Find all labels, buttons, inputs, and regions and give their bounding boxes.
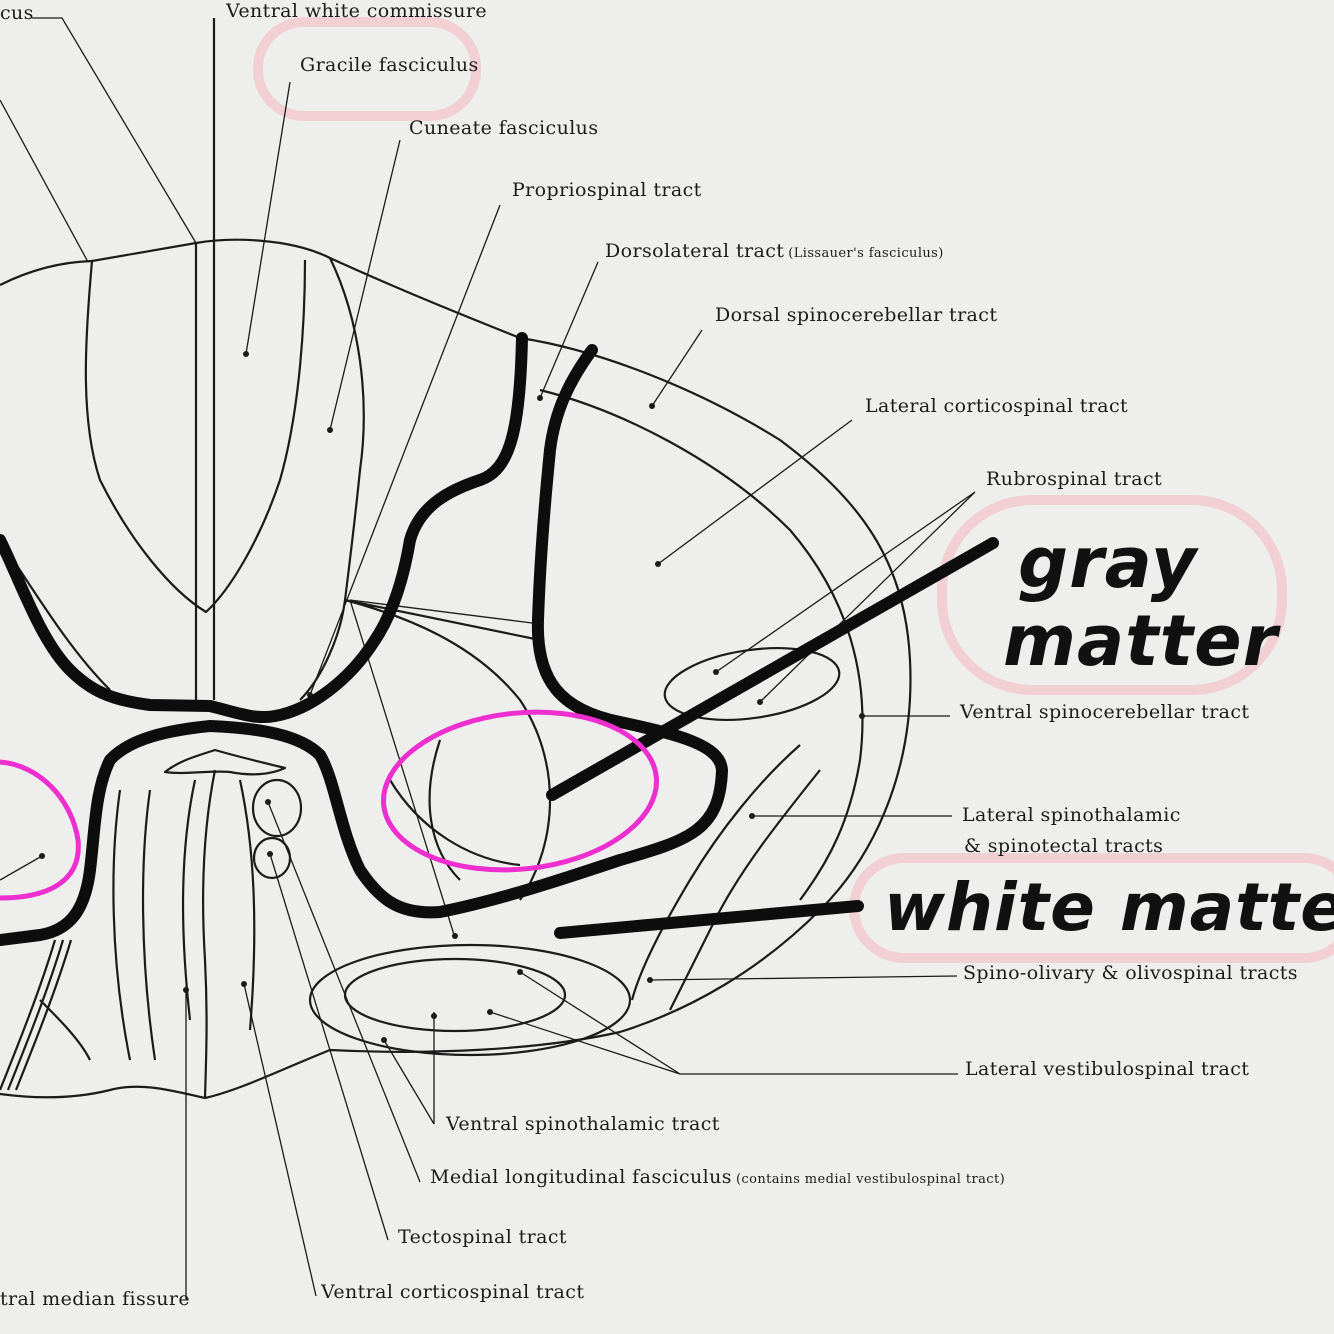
- mlf-text: Medial longitudinal fasciculus: [430, 1166, 732, 1188]
- leader-lateral-vestibulospinal: [490, 972, 958, 1074]
- label-rubrospinal-tract: Rubrospinal tract: [986, 470, 1162, 489]
- left-ventral-root-lines: [0, 940, 71, 1090]
- dorsolateral-tract-text: Dorsolateral tract: [605, 240, 784, 262]
- label-spino-olivary-tracts: Spino-olivary & olivospinal tracts: [963, 964, 1298, 983]
- leader-ventral-corticospinal: [244, 984, 316, 1296]
- handwritten-gray: gray: [1018, 528, 1197, 598]
- label-fasciculus-cut: cus: [0, 4, 34, 23]
- leader-mlf: [268, 802, 420, 1182]
- dorsolateral-tract-note: (Lissauer's fasciculus): [788, 246, 943, 261]
- central-canal: [165, 750, 285, 774]
- label-gracile-fasciculus: Gracile fasciculus: [300, 56, 479, 75]
- ventral-corticospinal-band: [183, 780, 254, 1030]
- magenta-circle-left: [0, 762, 78, 898]
- ventral-median-fissure: [203, 770, 215, 1098]
- gray-matter-marker-outline: [0, 338, 722, 940]
- label-ventral-median-fissure: tral median fissure: [0, 1290, 190, 1309]
- label-ventral-white-commissure: Ventral white commissure: [226, 2, 487, 21]
- label-ventral-spinocerebellar-tract: Ventral spinocerebellar tract: [960, 703, 1249, 722]
- dorsal-horn-outline: [300, 258, 364, 700]
- handwritten-matter: matter: [1003, 606, 1278, 676]
- label-ventral-spinothalamic-tract: Ventral spinothalamic tract: [446, 1115, 720, 1134]
- vestibulospinal-area: [310, 945, 630, 1055]
- leader-rubrospinal: [716, 492, 975, 702]
- leader-left-tract: [0, 856, 42, 880]
- handwritten-white-matter: white matter: [884, 875, 1334, 941]
- label-medial-longitudinal-fasciculus: Medial longitudinal fasciculus (contains …: [430, 1168, 1005, 1187]
- leader-fasciculus: [32, 18, 196, 243]
- tract-dots: [39, 351, 865, 1043]
- mlf-note: (contains medial vestibulospinal tract): [736, 1172, 1005, 1187]
- label-lateral-vestibulospinal-tract: Lateral vestibulospinal tract: [965, 1060, 1249, 1079]
- label-ventral-corticospinal-tract: Ventral corticospinal tract: [321, 1283, 584, 1302]
- leader-gracile: [246, 82, 290, 354]
- label-lateral-spinothalamic: Lateral spinothalamic: [962, 806, 1181, 825]
- spino-olivary-area: [345, 959, 565, 1031]
- leader-spino-olivary: [650, 976, 957, 980]
- leader-tectospinal: [270, 854, 388, 1240]
- label-tectospinal-tract: Tectospinal tract: [398, 1228, 567, 1247]
- label-dorsolateral-tract: Dorsolateral tract (Lissauer's fasciculus…: [605, 242, 944, 261]
- leader-fasciculus-2: [0, 100, 88, 262]
- label-dorsal-spinocerebellar-tract: Dorsal spinocerebellar tract: [715, 306, 997, 325]
- label-propriospinal-tract: Propriospinal tract: [512, 181, 702, 200]
- label-cuneate-fasciculus: Cuneate fasciculus: [409, 119, 598, 138]
- mlf-oval: [253, 780, 301, 836]
- ventral-inner-arc: [390, 740, 520, 880]
- label-spinotectal-tracts: & spinotectal tracts: [964, 837, 1163, 856]
- leader-lateral-corticospinal: [658, 420, 852, 564]
- gray-matter-pointer-line: [552, 543, 993, 795]
- label-lateral-corticospinal-tract: Lateral corticospinal tract: [865, 397, 1128, 416]
- white-matter-pointer-line: [560, 906, 858, 933]
